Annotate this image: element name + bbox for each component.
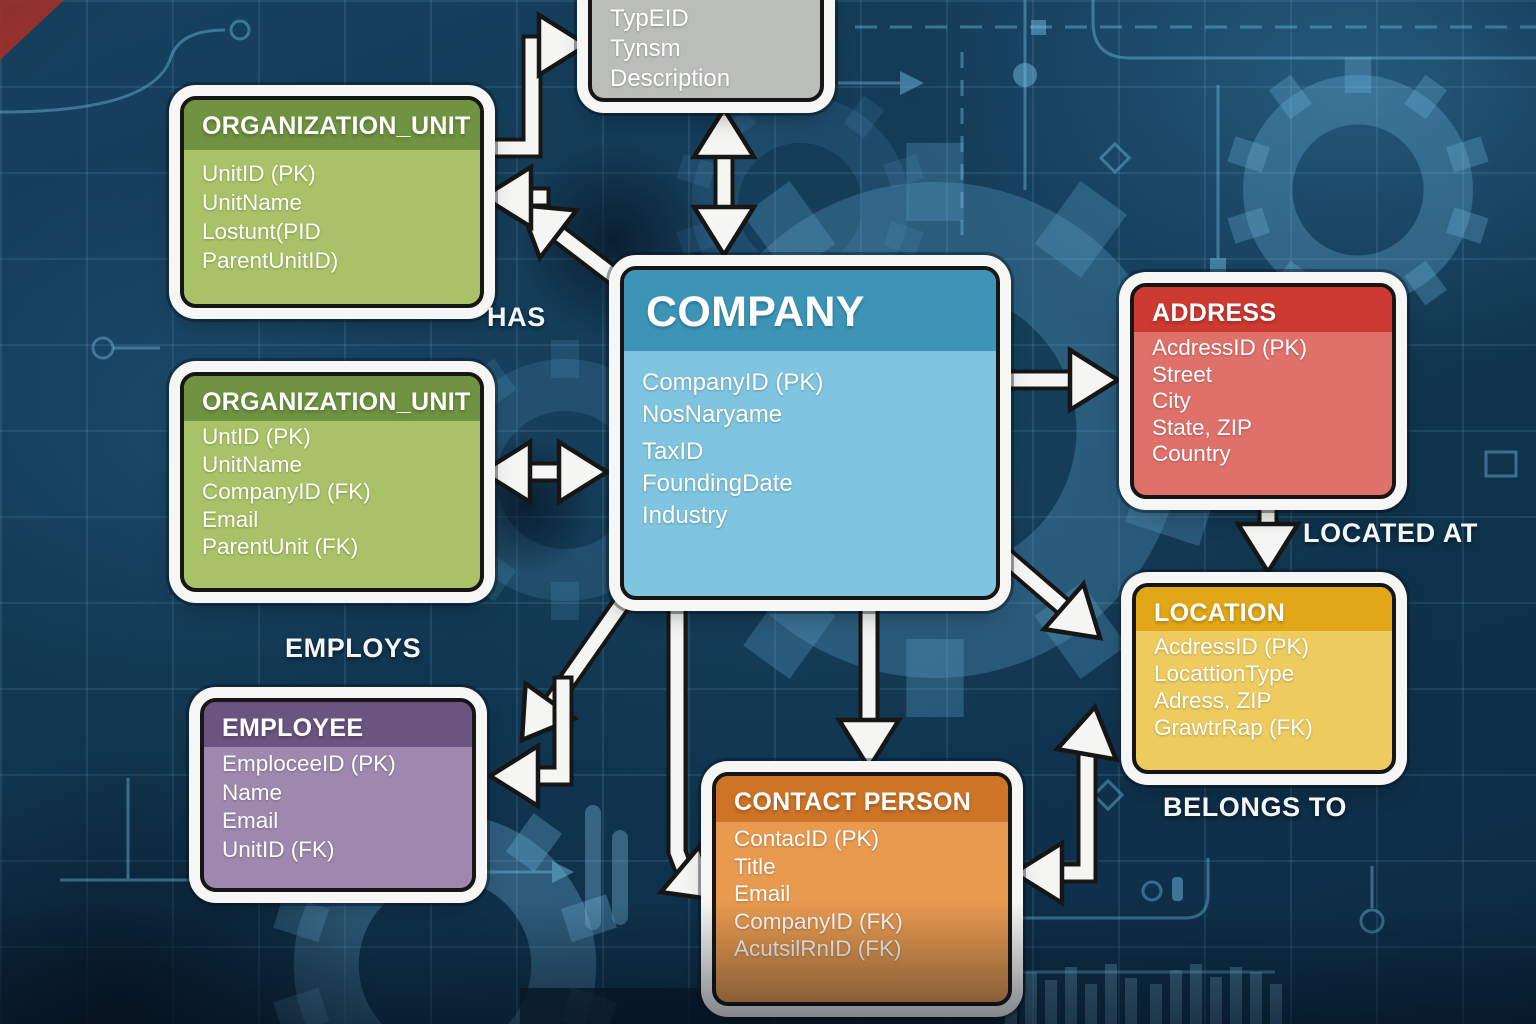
relationship-label-has: HAS (487, 302, 546, 332)
relationship-label-employs: EMPLOYS (285, 633, 422, 663)
entity-field: Lostunt(PID (202, 219, 321, 244)
entity-field: NosNaryame (642, 401, 783, 428)
entity-field: Description (610, 65, 731, 92)
entity-field: Email (734, 881, 791, 906)
entity-organization-unit-2: ORGANIZATION_UNIT UntID (PK) UnitName Co… (180, 372, 484, 592)
arrow-orgunit1-type (468, 10, 592, 159)
entity-title: COMPANY (624, 270, 996, 351)
entity-field: ContacID (PK) (734, 826, 880, 851)
entity-field: Email (202, 506, 259, 532)
entity-organization-unit-1: ORGANIZATION_UNIT UnitID (PK) UnitName L… (180, 96, 484, 308)
entity-type-table: TypEID Tynsm Description (588, 0, 824, 102)
entity-address: ADDRESS AcdressID (PK) Street City State… (1130, 283, 1396, 499)
entity-field: AcdressID (PK) (1152, 335, 1308, 360)
entity-field: Adress, ZIP (1154, 688, 1272, 713)
entity-title: ADDRESS (1134, 287, 1392, 332)
arrow-company-location (986, 538, 1104, 641)
entity-field: CompanyID (PK) (642, 369, 824, 396)
arrow-company-address (992, 345, 1123, 415)
entity-field: Tynsm (610, 35, 681, 62)
entity-field: ParentUnitID) (202, 248, 339, 273)
entity-field: ParentUnit (FK) (202, 534, 359, 559)
entity-employee: EMPLOYEE EmploceeID (PK) Name Email Unit… (200, 698, 476, 892)
entity-field: FoundingDate (642, 470, 793, 497)
entity-field: Email (222, 808, 279, 833)
entity-field: TypEID (610, 5, 689, 32)
entity-field: CompanyID (FK) (734, 908, 903, 934)
entity-field: UntID (PK) (202, 424, 311, 449)
entity-field: LocattionType (1154, 661, 1295, 686)
entity-location: LOCATION AcdressID (PK) LocattionType Ad… (1132, 583, 1396, 774)
arrow-address-location (1233, 483, 1303, 577)
entity-field: TaxID (642, 438, 704, 465)
entity-title: ORGANIZATION_UNIT (184, 100, 480, 150)
arrow-orgunit2-company (477, 437, 612, 507)
entity-contact-person: CONTACT PERSON ContacID (PK) Title Email… (712, 772, 1012, 1006)
entity-field: EmploceeID (PK) (222, 751, 396, 776)
entity-field: City (1152, 388, 1191, 413)
entity-title: EMPLOYEE (204, 702, 472, 747)
entity-field: UnitID (PK) (202, 161, 316, 186)
entity-field: State, ZIP (1152, 414, 1253, 440)
entity-field: AcdressID (PK) (1154, 634, 1310, 659)
relationship-label-located-at: LOCATED AT (1303, 518, 1478, 548)
entity-field: UnitID (FK) (222, 836, 335, 862)
entity-title: LOCATION (1136, 587, 1392, 631)
entity-field: Industry (642, 502, 728, 529)
entity-field: AcutsilRnID (FK) (734, 936, 902, 961)
entity-field: GrawtrRap (FK) (1154, 715, 1313, 740)
entity-field: UnitName (202, 451, 303, 477)
relationship-label-belongs-to: BELONGS TO (1163, 792, 1348, 822)
entity-title: CONTACT PERSON (716, 776, 1008, 822)
entity-field: Name (222, 779, 283, 805)
arrow-contact-location (1009, 702, 1120, 908)
arrow-company-contact (834, 584, 904, 773)
entity-title: ORGANIZATION_UNIT (184, 376, 480, 421)
entity-field: Title (734, 853, 776, 879)
entity-field: CompanyID (FK) (202, 479, 371, 504)
entity-company: COMPANY CompanyID (PK) NosNaryame TaxID … (620, 266, 1000, 600)
entity-field: Street (1152, 361, 1213, 387)
arrow-type-company (689, 104, 759, 260)
arrow-company-orgunit1 (478, 162, 647, 305)
entity-field: UnitName (202, 190, 303, 215)
entity-field: Country (1152, 441, 1231, 466)
